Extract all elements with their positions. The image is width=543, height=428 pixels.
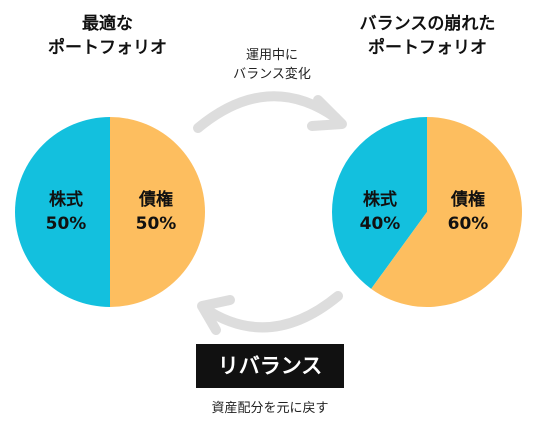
left-pie-slice-stock <box>15 117 110 307</box>
left-bond-label: 債権 50% <box>124 188 188 236</box>
right-bond-name: 債権 <box>451 190 485 210</box>
right-title: バランスの崩れた ポートフォリオ <box>330 12 525 60</box>
left-stock-pct: 50% <box>45 214 87 234</box>
arrow-note-line2: バランス変化 <box>233 67 311 82</box>
left-stock-name: 株式 <box>49 190 83 210</box>
right-stock-name: 株式 <box>363 190 397 210</box>
left-stock-label: 株式 50% <box>34 188 98 236</box>
left-bond-name: 債権 <box>139 190 173 210</box>
right-title-line1: バランスの崩れた <box>359 14 496 34</box>
top-curved-arrow-icon <box>193 91 347 133</box>
right-bond-label: 債権 60% <box>436 188 500 236</box>
left-pie <box>15 117 205 307</box>
rebalance-caption: 資産配分を元に戻す <box>211 401 329 416</box>
right-stock-pct: 40% <box>359 214 401 234</box>
arrow-note-line1: 運用中に <box>245 48 298 63</box>
right-title-line2: ポートフォリオ <box>368 38 487 58</box>
rebalance-label-box: リバランス <box>196 344 344 388</box>
right-pie-slice-stock <box>332 117 427 289</box>
right-stock-label: 株式 40% <box>348 188 412 236</box>
left-title-line1: 最適な <box>82 14 133 34</box>
left-bond-pct: 50% <box>135 214 177 234</box>
right-pie-slice-bond <box>371 117 522 307</box>
left-title: 最適な ポートフォリオ <box>10 12 205 60</box>
right-pie <box>332 117 522 307</box>
right-bond-pct: 60% <box>447 214 489 234</box>
arrow-note: 運用中に バランス変化 <box>212 46 332 84</box>
left-title-line2: ポートフォリオ <box>48 38 167 58</box>
left-pie-slice-bond <box>110 117 205 307</box>
bottom-curved-arrow-icon <box>197 291 343 335</box>
